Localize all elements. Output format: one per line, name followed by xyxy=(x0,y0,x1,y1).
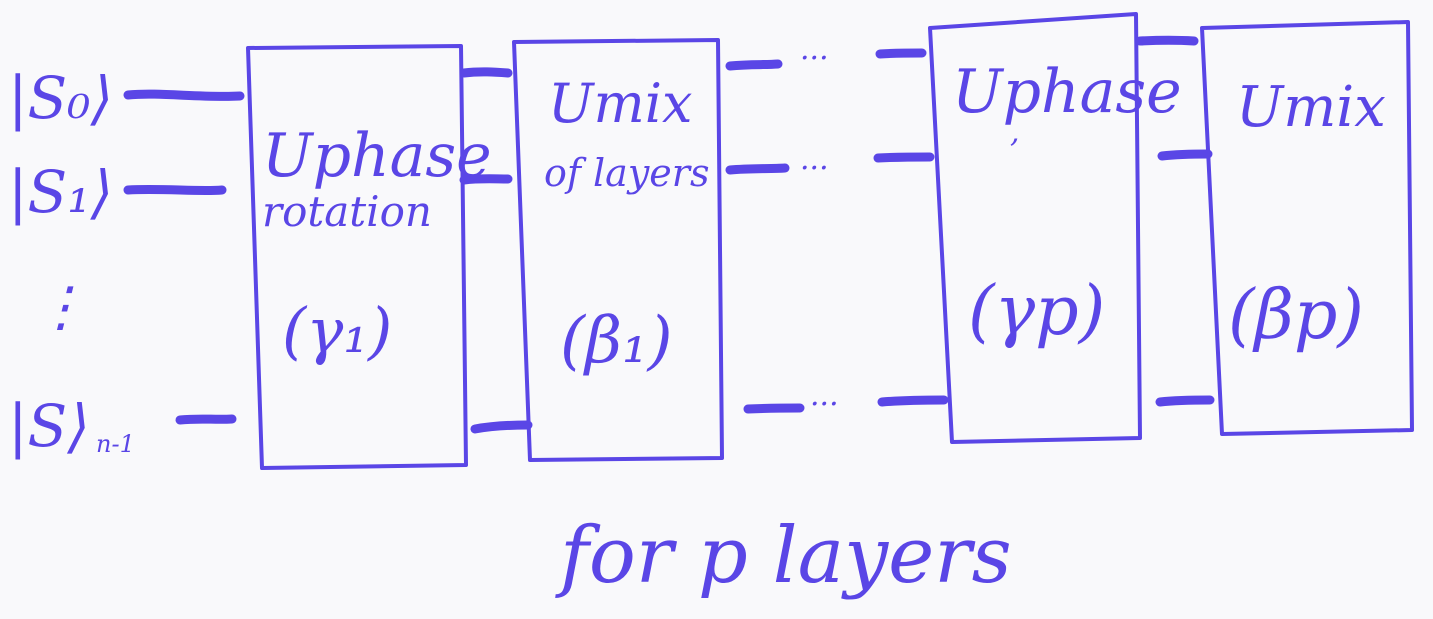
footer-caption: for p layers xyxy=(555,511,1012,601)
block-uphase-1-subtitle: rotation xyxy=(262,187,432,236)
wire-b2-b3-bot-left xyxy=(743,403,805,414)
wire-b1-b2-bot xyxy=(470,420,533,434)
wire-b3-b4-mid xyxy=(1157,149,1213,161)
block-umix-p-title: Umix xyxy=(1236,75,1386,140)
ellipsis-mid: ··· xyxy=(800,151,829,186)
wire-b2-b3-bot-right xyxy=(877,395,949,407)
wire-b3-b4-top xyxy=(1135,35,1199,46)
input-state-s0: |S₀⟩ xyxy=(8,64,113,132)
wire-b2-b3-mid-right xyxy=(873,152,935,163)
block-uphase-1-param: (γ₁) xyxy=(282,294,392,367)
block-uphase-p-mark: , xyxy=(1010,115,1020,150)
input-state-sn-subscript: n-1 xyxy=(96,430,135,458)
input-state-sn: |S⟩ xyxy=(8,392,90,460)
block-umix-p xyxy=(1200,20,1414,436)
ellipsis-bot: ··· xyxy=(810,387,839,422)
block-umix-1-subtitle: of layers xyxy=(544,151,709,195)
block-uphase-p xyxy=(928,12,1142,444)
wire-input-0 xyxy=(123,89,245,101)
input-vertical-dots: ⋮ xyxy=(34,275,88,338)
input-state-s1: |S₁⟩ xyxy=(8,158,113,226)
block-uphase-1-title: Uphase xyxy=(262,121,492,191)
ellipsis-top: ··· xyxy=(800,41,829,76)
wire-b2-b3-top-right xyxy=(875,48,927,59)
block-umix-1 xyxy=(512,38,724,462)
block-umix-p-param: (βp) xyxy=(1228,276,1364,355)
wire-input-1 xyxy=(123,184,227,196)
wire-b3-b4-bot xyxy=(1155,395,1215,407)
wire-b1-b2-top xyxy=(459,67,513,78)
block-uphase-p-title: Uphase xyxy=(952,57,1182,127)
block-umix-1-title: Umix xyxy=(548,72,692,135)
wire-b1-b2-mid xyxy=(459,174,513,185)
block-umix-1-param: (β₁) xyxy=(560,304,673,378)
wire-b2-b3-top-left xyxy=(725,59,783,71)
wire-b2-b3-mid-left xyxy=(725,163,790,175)
block-uphase-1 xyxy=(246,44,468,470)
wire-input-n xyxy=(175,414,237,425)
block-uphase-p-param: (γp) xyxy=(968,272,1105,351)
